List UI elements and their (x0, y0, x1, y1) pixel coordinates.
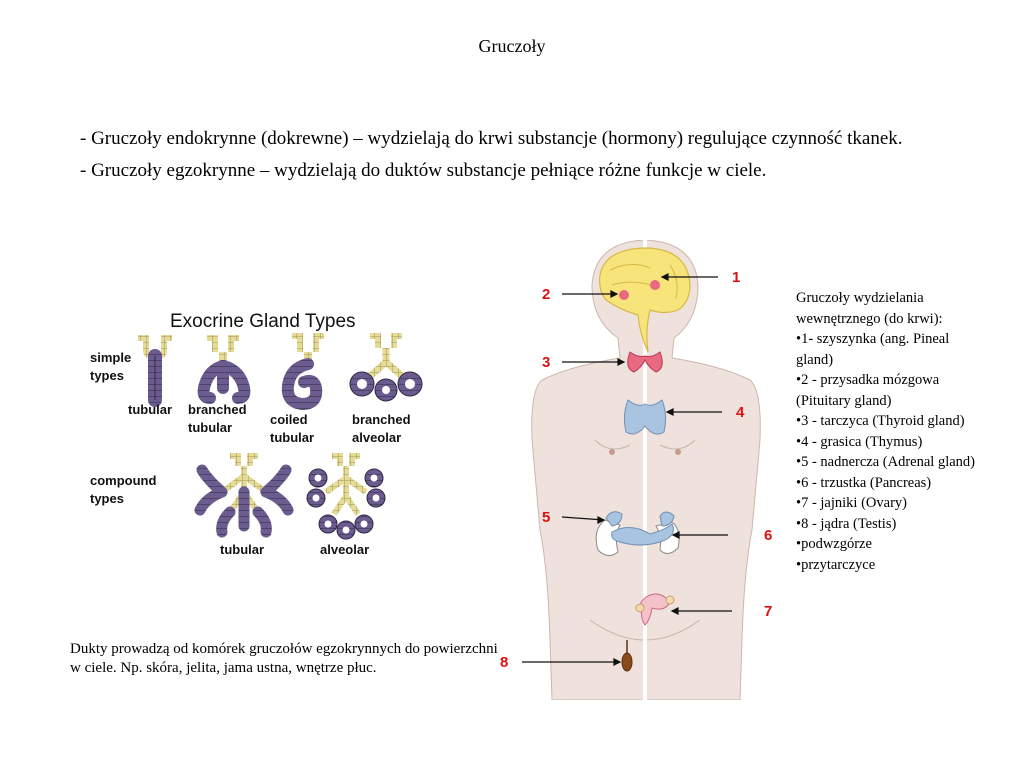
testis (621, 652, 633, 672)
slide-title: Gruczoły (478, 36, 546, 56)
list-item: gland) (796, 351, 834, 368)
compound-alveolar-gland (306, 453, 386, 540)
list-item: •2 - przysadka mózgowa (796, 372, 940, 388)
pancreas (611, 523, 674, 546)
list-item: •6 - trzustka (Pancreas) (796, 474, 932, 491)
branched-alveolar-gland (349, 333, 423, 402)
endocrine-gland-list: Gruczoły wydzielania wewnętrznego (do kr… (796, 288, 1016, 575)
coiled-tubular-label-line1: coiled (270, 412, 308, 427)
compound-tubular-label: tubular (220, 542, 264, 557)
endocrine-body-figure: 1 2 3 4 5 6 7 8 (500, 240, 790, 700)
bullet-endocrine: - Gruczoły endokrynne (dokrewne) – wydzi… (80, 128, 903, 149)
right-adrenal-gland (659, 511, 675, 527)
label-1: 1 (732, 269, 740, 286)
coiled-tubular-label-line2: tubular (270, 430, 314, 445)
bullet-exocrine: - Gruczoły egzokrynne – wydzielają do du… (80, 160, 767, 181)
ducts-note: Dukty prowadzą od komórek gruczołów egzo… (70, 641, 498, 676)
list-item: •1- szyszynka (ang. Pineal (796, 331, 950, 347)
label-8: 8 (500, 654, 508, 671)
label-7: 7 (764, 603, 772, 620)
thymus-gland (623, 399, 667, 435)
list-item: •4 - grasica (Thymus) (796, 433, 923, 450)
label-5: 5 (542, 509, 550, 526)
body-diagram: 1 2 3 4 5 6 7 8 (500, 240, 772, 700)
pineal-gland (650, 280, 660, 290)
compound-alveolar-label: alveolar (320, 542, 369, 557)
compound-types-label-line1: compound (90, 473, 156, 488)
compound-tubular-gland (194, 453, 294, 538)
simple-tubular-gland (138, 335, 172, 407)
pointer-lines (522, 273, 732, 666)
simple-tubular-label: tubular (128, 402, 172, 417)
list-item: •5 - nadnercza (Adrenal gland) (796, 454, 975, 470)
label-4: 4 (736, 404, 745, 421)
list-line: Gruczoły wydzielania (796, 290, 924, 306)
bullet-list: - Gruczoły endokrynne (dokrewne) – wydzi… (80, 126, 960, 190)
branched-tubular-gland (197, 335, 251, 404)
list-item: •przytarczyce (796, 556, 876, 573)
coiled-tubular-gland (281, 333, 324, 411)
simple-types-label-line2: types (90, 368, 124, 383)
list-item: •podwzgórze (796, 536, 872, 552)
branched-tubular-label-line1: branched (188, 402, 247, 417)
list-item: (Pituitary gland) (796, 392, 892, 409)
list-item: •7 - jajniki (Ovary) (796, 495, 907, 511)
compound-types-label-line2: types (90, 491, 124, 506)
exocrine-title: Exocrine Gland Types (170, 311, 356, 332)
pituitary-gland (619, 290, 629, 300)
list-item: •8 - jądra (Testis) (796, 515, 897, 532)
branched-tubular-label-line2: tubular (188, 420, 232, 435)
thyroid-gland (627, 351, 663, 373)
branched-alveolar-label-line1: branched (352, 412, 411, 427)
exocrine-gland-types-figure: Exocrine Gland Types simple types (80, 300, 440, 570)
exocrine-diagram: Exocrine Gland Types simple types (90, 311, 423, 557)
midline (643, 240, 647, 700)
list-line: wewnętrznego (do krwi): (796, 310, 943, 327)
simple-types-label-line1: simple (90, 350, 131, 365)
list-item: •3 - tarczyca (Thyroid gland) (796, 413, 965, 429)
left-adrenal-gland (605, 511, 623, 527)
label-3: 3 (542, 354, 550, 371)
label-6: 6 (764, 527, 772, 544)
label-2: 2 (542, 286, 550, 303)
branched-alveolar-label-line2: alveolar (352, 430, 401, 445)
